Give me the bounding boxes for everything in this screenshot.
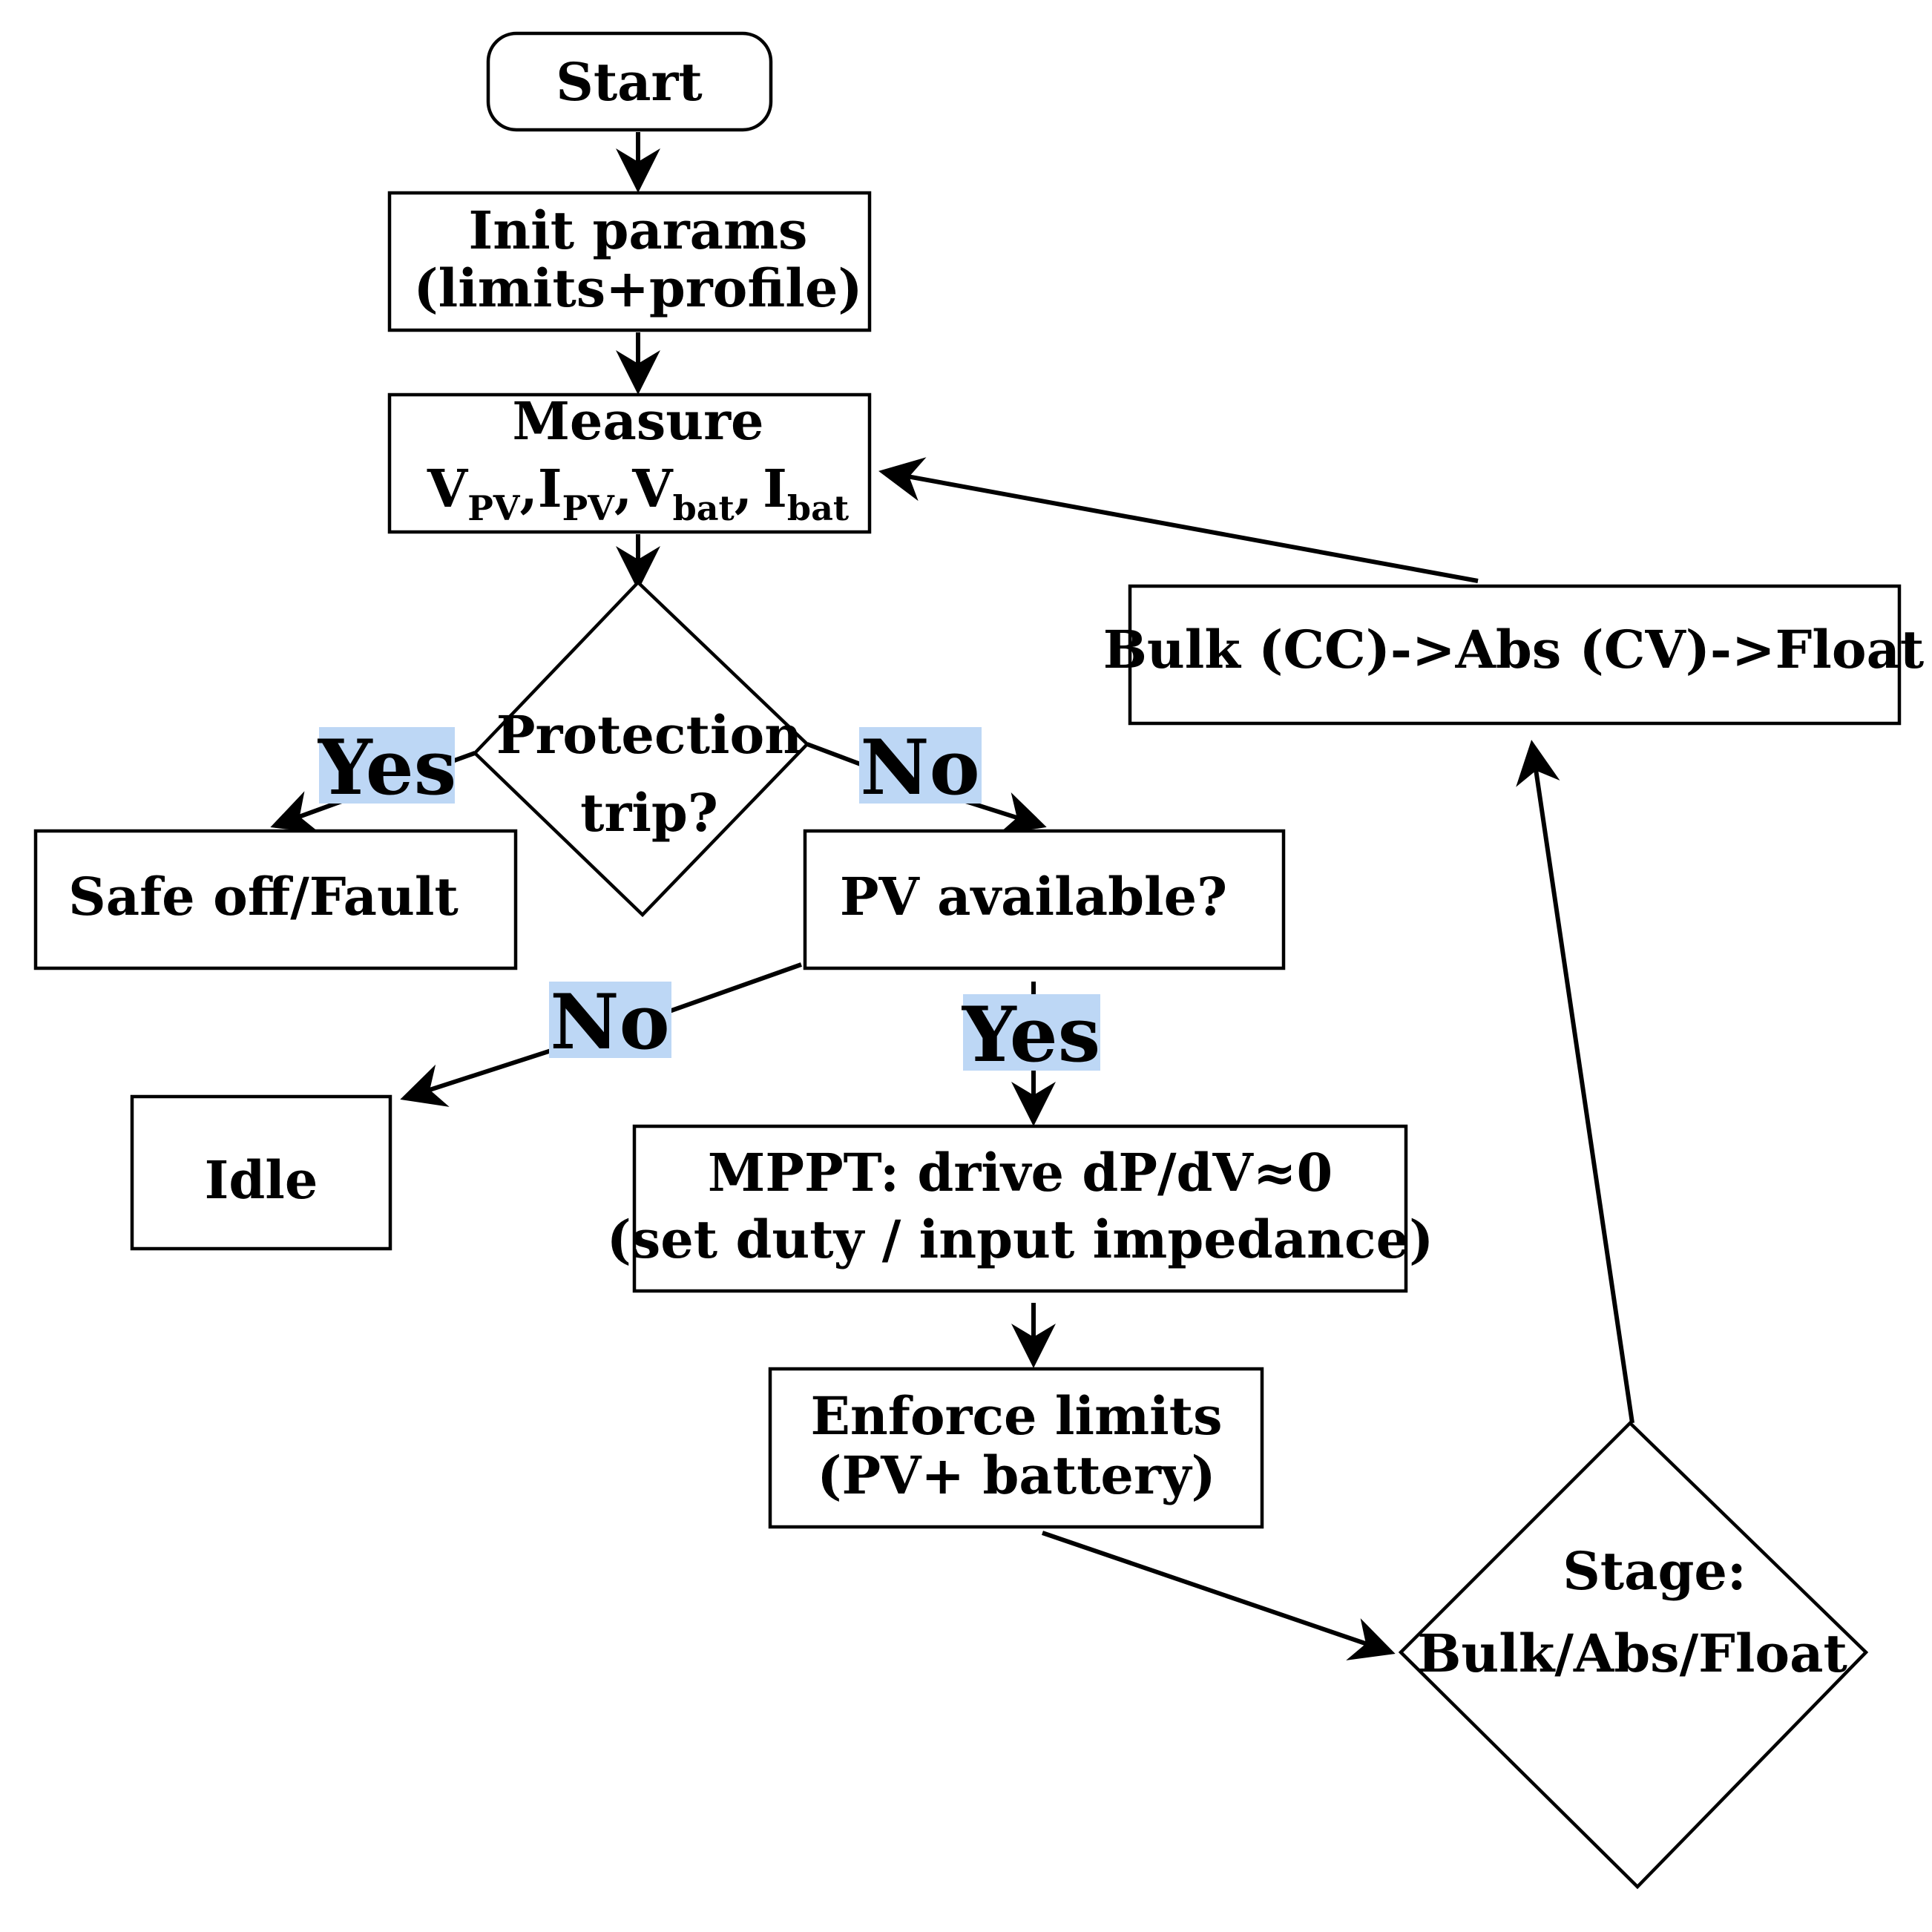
node-init-params: Init params (limits+profile) bbox=[387, 191, 872, 332]
node-safe-off-label: Safe off/Fault bbox=[68, 866, 459, 927]
node-stage-line2: Bulk/Abs/Float bbox=[1417, 1623, 1847, 1684]
node-safe-off: Safe off/Fault bbox=[33, 829, 518, 970]
svg-text:Yes: Yes bbox=[962, 990, 1100, 1080]
node-enforce-limits: Enforce limits (PV+ battery) bbox=[768, 1367, 1264, 1529]
node-pv-available: PV available? bbox=[803, 829, 1286, 970]
node-pv-available-label: PV available? bbox=[840, 866, 1227, 927]
branch-label-pv-yes: Yes bbox=[962, 990, 1100, 1080]
node-idle: Idle bbox=[130, 1094, 392, 1251]
node-stage-line1: Stage: bbox=[1563, 1540, 1747, 1602]
node-charging-profile: Bulk (CC)->Abs (CV)->Float bbox=[1103, 584, 1925, 726]
node-start-label: Start bbox=[556, 51, 702, 113]
edge-stage-to-charging bbox=[1516, 740, 1634, 1424]
edge-charging-to-measure bbox=[878, 457, 1479, 583]
svg-text:No: No bbox=[860, 723, 979, 812]
node-stage-decision: Stage: Bulk/Abs/Float bbox=[1398, 1420, 1869, 1890]
node-enforce-line1: Enforce limits bbox=[810, 1385, 1222, 1447]
node-enforce-line2: (PV+ battery) bbox=[817, 1445, 1215, 1506]
svg-text:No: No bbox=[550, 978, 669, 1067]
node-measure: Measure VPV,IPV,Vbat,Ibat bbox=[387, 390, 872, 534]
branch-label-pv-no: No bbox=[549, 978, 671, 1067]
node-measure-variables: VPV,IPV,Vbat,Ibat bbox=[427, 458, 850, 528]
node-mppt: MPPT: drive dP/dV≈0 (set duty / input im… bbox=[607, 1124, 1434, 1293]
node-idle-label: Idle bbox=[205, 1149, 318, 1211]
branch-label-protection-yes: Yes bbox=[318, 723, 456, 812]
node-protection-line2: trip? bbox=[580, 782, 718, 844]
node-init-line2: (limits+profile) bbox=[413, 257, 862, 319]
node-start: Start bbox=[486, 31, 773, 132]
node-protection-decision: Protection trip? bbox=[472, 579, 810, 918]
edge-enforce-to-stage bbox=[1042, 1531, 1396, 1660]
node-charging-label: Bulk (CC)->Abs (CV)->Float bbox=[1103, 619, 1925, 680]
node-init-line1: Init params bbox=[469, 200, 808, 261]
node-mppt-line2: (set duty / input impedance) bbox=[607, 1209, 1434, 1270]
node-mppt-line1: MPPT: drive dP/dV≈0 bbox=[708, 1142, 1333, 1203]
node-protection-line1: Protection bbox=[496, 704, 802, 766]
svg-text:Yes: Yes bbox=[318, 723, 456, 812]
branch-label-protection-no: No bbox=[859, 723, 982, 812]
node-measure-line1: Measure bbox=[512, 390, 763, 452]
